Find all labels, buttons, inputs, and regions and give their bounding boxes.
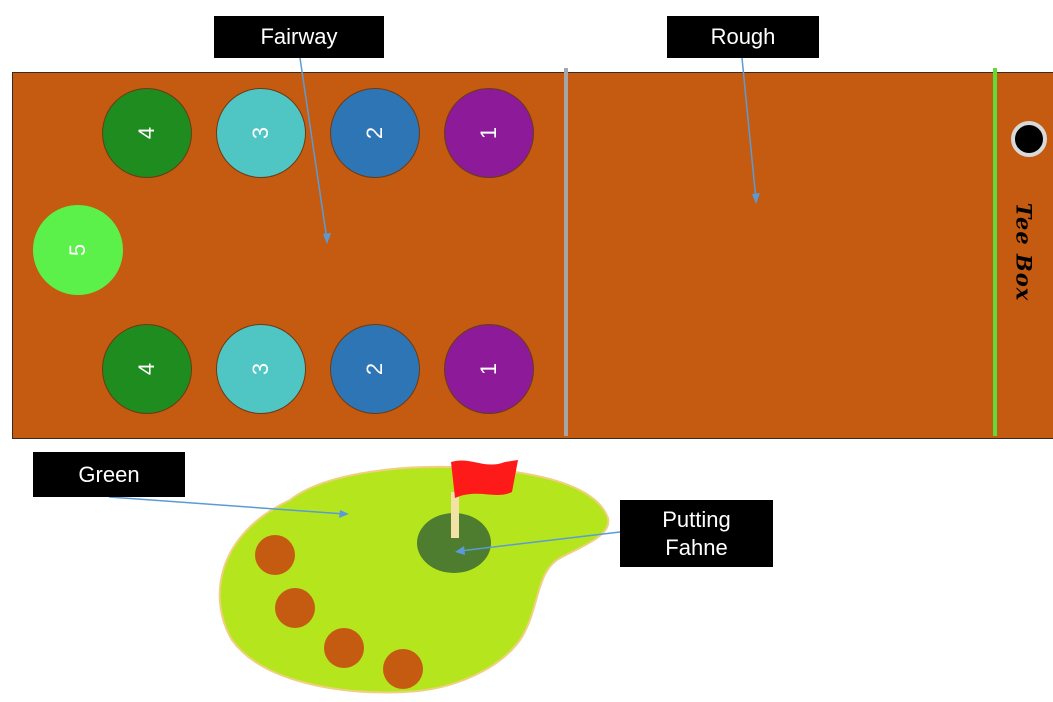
rough-label: Rough (667, 16, 819, 58)
ball-marker (255, 535, 295, 575)
ball-marker (383, 649, 423, 689)
flag-icon (451, 460, 518, 498)
fairway-label: Fairway (214, 16, 384, 58)
fairway-label-text: Fairway (260, 23, 337, 51)
green-label-text: Green (78, 461, 139, 489)
ball-marker (324, 628, 364, 668)
flag-pole (451, 492, 459, 538)
green-label: Green (33, 452, 185, 497)
rough-label-text: Rough (711, 23, 776, 51)
pointer-rough (742, 58, 756, 200)
putting-label-line2: Fahne (665, 534, 727, 562)
putting-label-line1: Putting (662, 506, 731, 534)
ball-marker (275, 588, 315, 628)
putting-label: Putting Fahne (620, 500, 773, 567)
pointer-fairway (300, 58, 327, 240)
